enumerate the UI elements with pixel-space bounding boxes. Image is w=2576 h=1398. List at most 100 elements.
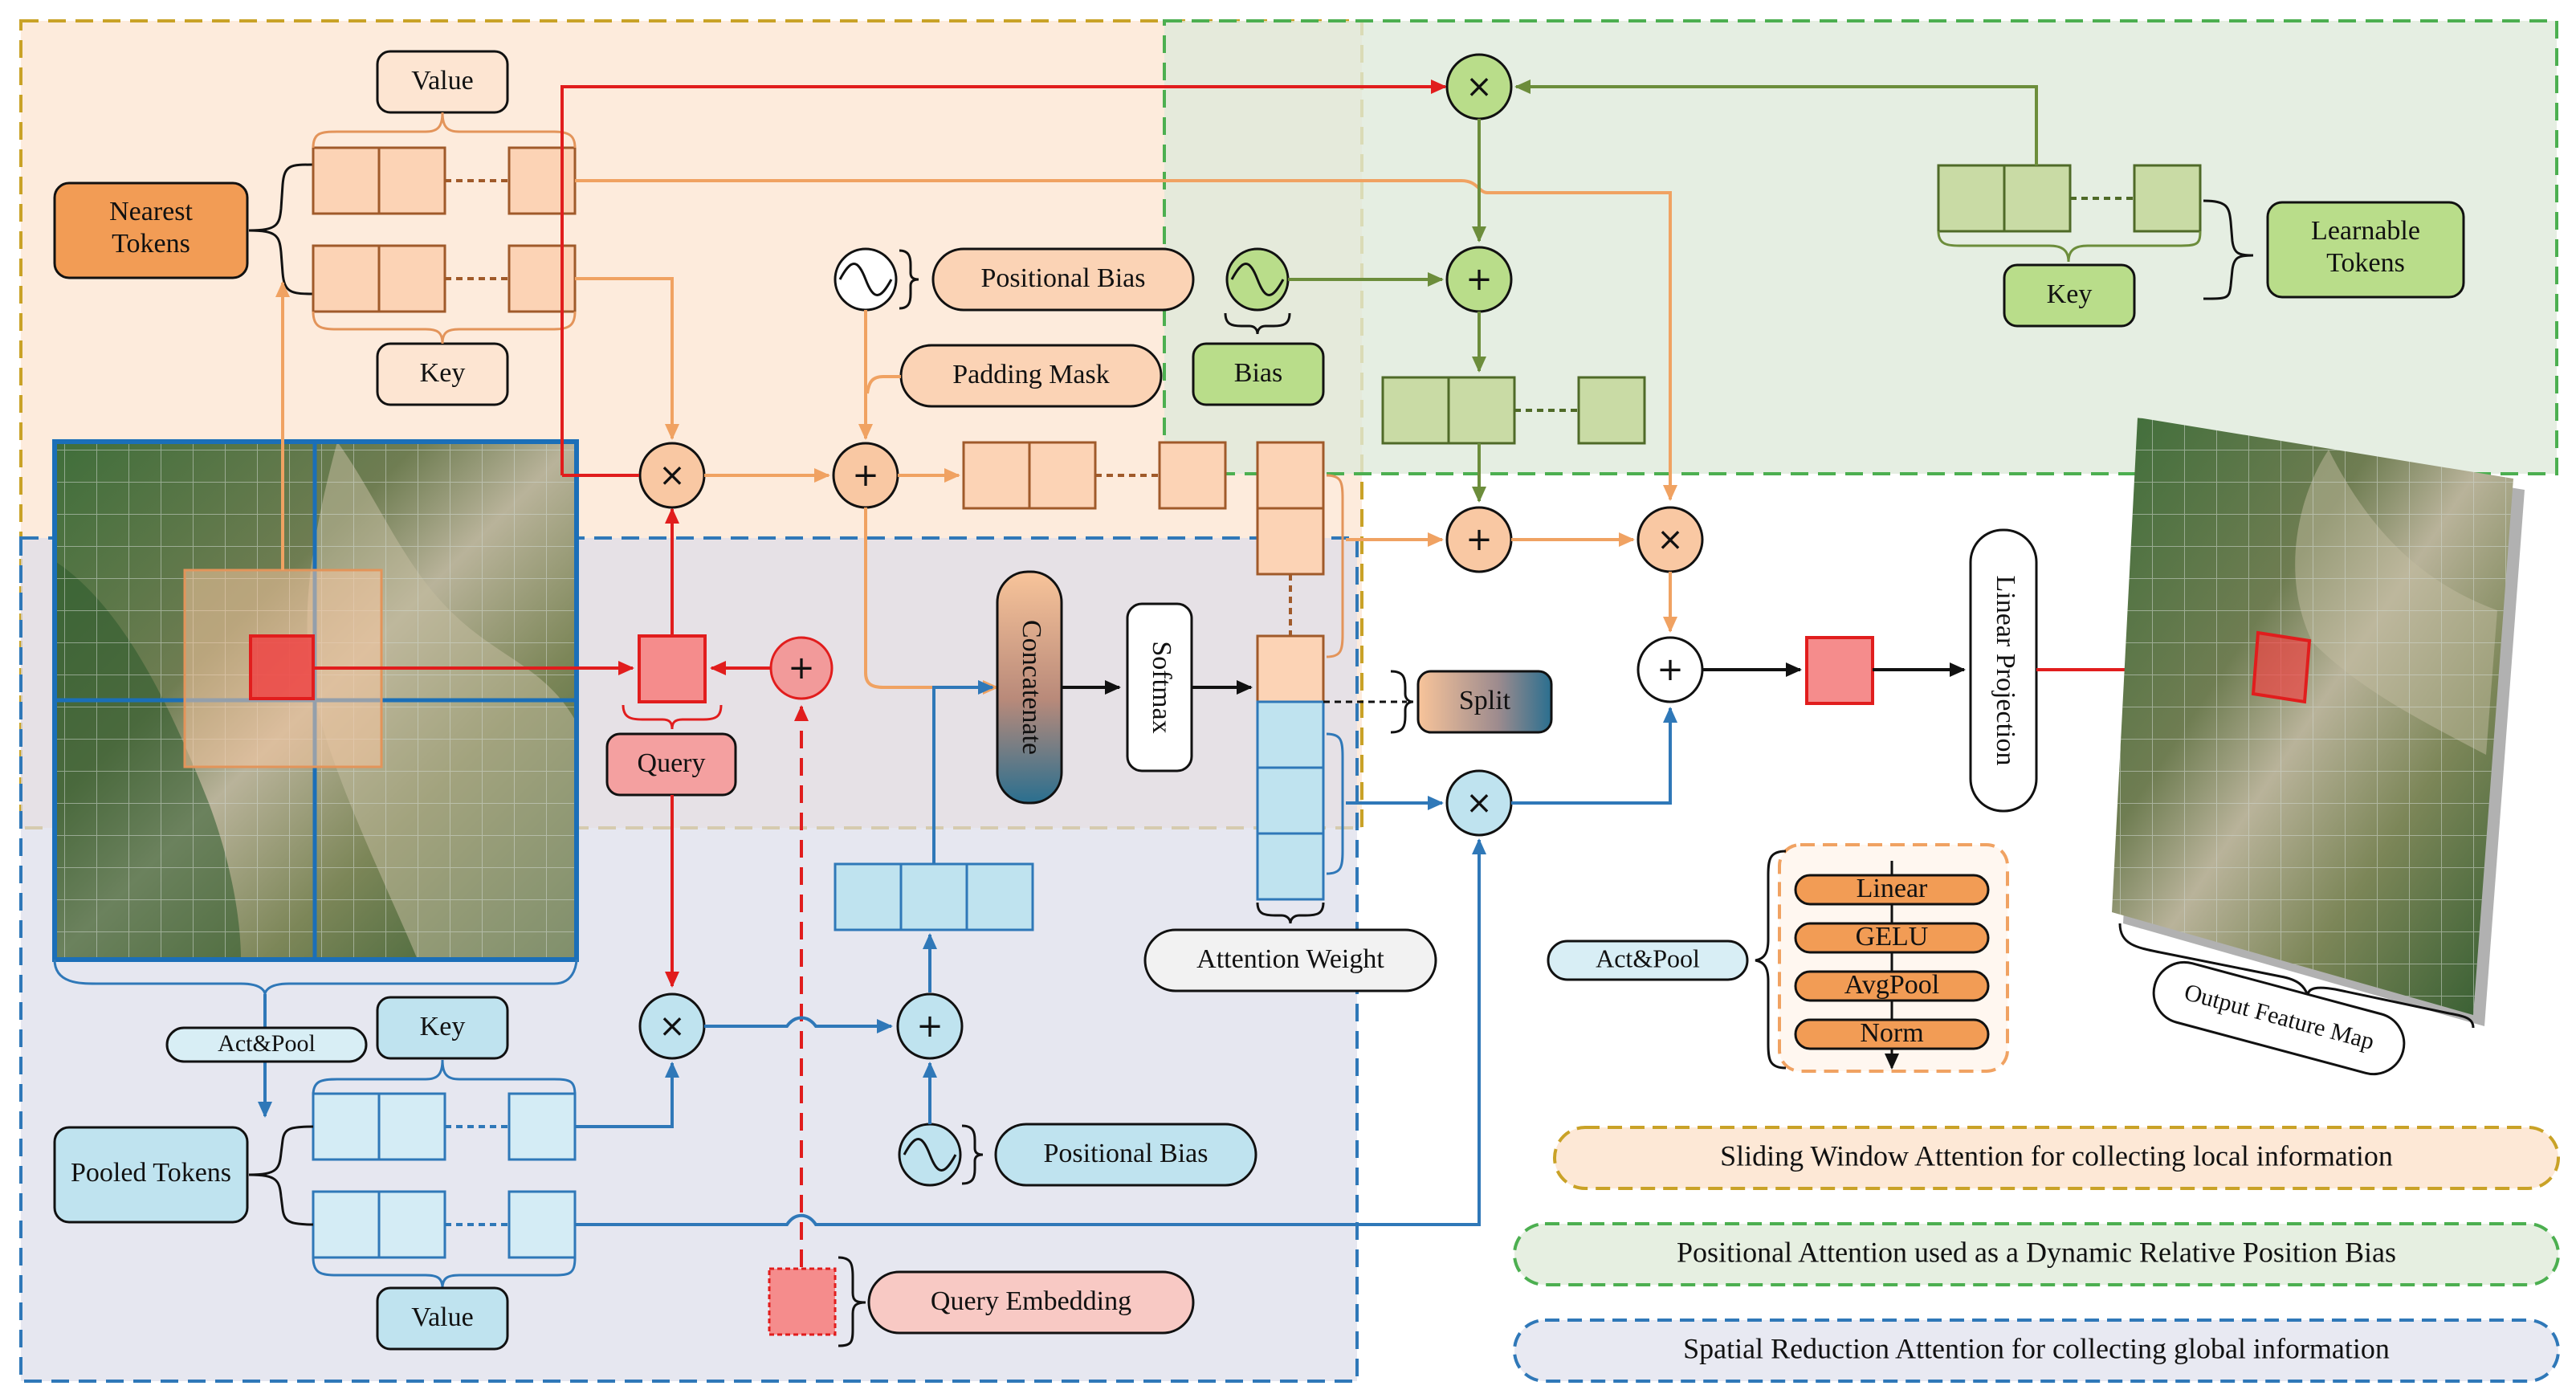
svg-text:Norm: Norm bbox=[1860, 1018, 1923, 1048]
split-brace bbox=[1390, 670, 1414, 734]
bias-label: Bias bbox=[1192, 342, 1325, 406]
split-block[interactable]: Split bbox=[1416, 670, 1553, 734]
learnable-tokens-label: Learnable Tokens bbox=[2266, 201, 2465, 299]
svg-text:Value: Value bbox=[411, 66, 473, 96]
arrow-global-to-sum bbox=[1511, 707, 1677, 805]
global-score-row bbox=[834, 862, 1034, 931]
attention-weight-column bbox=[1256, 441, 1325, 901]
positional-bias-label-top: Positional Bias bbox=[931, 247, 1195, 312]
positional-bias-icon-bottom bbox=[898, 1123, 962, 1187]
svg-text:Act&Pool: Act&Pool bbox=[1596, 944, 1700, 972]
multiply-op-global-value: × bbox=[1445, 769, 1513, 837]
legend-sliding-window: Sliding Window Attention for collecting … bbox=[1553, 1126, 2560, 1190]
positional-bias-brace-bottom bbox=[961, 1124, 984, 1185]
query-token bbox=[638, 634, 707, 703]
query-brace bbox=[622, 704, 723, 730]
attention-weight-label: Attention Weight bbox=[1143, 928, 1437, 992]
arrow-add-to-concat bbox=[864, 507, 999, 695]
key-label-top: Key bbox=[376, 342, 509, 406]
stack-item-gelu: GELU bbox=[1794, 922, 1990, 954]
value-brace-top bbox=[312, 112, 577, 149]
arrow-global-row-to-concat bbox=[932, 680, 994, 864]
pooled-tokens-label: Pooled Tokens bbox=[53, 1126, 249, 1224]
svg-text:AvgPool: AvgPool bbox=[1844, 970, 1939, 1000]
act-pool-label-left: Act&Pool bbox=[165, 1026, 368, 1063]
arrow-key-to-multiply bbox=[575, 277, 679, 440]
svg-text:GELU: GELU bbox=[1856, 922, 1929, 952]
svg-text:Spatial Reduction Attention fo: Spatial Reduction Attention for collecti… bbox=[1683, 1332, 2390, 1364]
stack-item-avgpool: AvgPool bbox=[1794, 970, 1990, 1002]
input-feature-map bbox=[52, 439, 579, 962]
key-brace-bottom bbox=[312, 1059, 577, 1096]
svg-text:×: × bbox=[658, 457, 686, 494]
svg-text:Softmax: Softmax bbox=[1147, 641, 1176, 733]
svg-text:+: + bbox=[1465, 261, 1493, 298]
arrow-padding-mask bbox=[866, 375, 901, 394]
positional-bias-label-bottom: Positional Bias bbox=[994, 1123, 1257, 1187]
output-token bbox=[1805, 636, 1874, 705]
query-embedding-brace bbox=[838, 1256, 866, 1347]
key-label-green: Key bbox=[2003, 263, 2136, 328]
arrow-learnable-to-mult bbox=[1514, 79, 2038, 165]
svg-text:Padding Mask: Padding Mask bbox=[952, 360, 1110, 389]
svg-text:Key: Key bbox=[420, 358, 466, 388]
svg-text:×: × bbox=[1657, 521, 1684, 558]
value-token-row-bottom bbox=[312, 1190, 577, 1259]
concatenate-block[interactable]: Concatenate bbox=[996, 570, 1063, 805]
value-label-top: Value bbox=[376, 50, 509, 114]
svg-text:+: + bbox=[788, 650, 815, 687]
svg-text:Attention Weight: Attention Weight bbox=[1196, 944, 1384, 974]
svg-text:+: + bbox=[1657, 651, 1684, 688]
svg-text:Positional Bias: Positional Bias bbox=[1044, 1139, 1209, 1168]
query-embedding-token bbox=[768, 1267, 837, 1336]
legend-spatial-reduction: Spatial Reduction Attention for collecti… bbox=[1513, 1319, 2560, 1383]
query-label: Query bbox=[605, 732, 737, 797]
learnable-brace bbox=[2203, 199, 2254, 300]
svg-text:Linear Projection: Linear Projection bbox=[1991, 576, 2020, 766]
add-op-local-bias: + bbox=[1445, 506, 1513, 573]
svg-text:Linear: Linear bbox=[1857, 874, 1928, 903]
multiply-op-positional: × bbox=[1445, 53, 1513, 120]
query-embedding-label: Query Embedding bbox=[867, 1270, 1195, 1335]
add-op-final: + bbox=[1636, 636, 1704, 703]
svg-text:Tokens: Tokens bbox=[112, 229, 190, 259]
svg-text:+: + bbox=[1465, 521, 1493, 558]
bias-icon bbox=[1225, 247, 1290, 312]
add-op-query: + bbox=[769, 636, 834, 700]
svg-text:Bias: Bias bbox=[1234, 358, 1282, 388]
svg-text:Key: Key bbox=[2047, 279, 2093, 309]
local-weights-brace bbox=[1326, 474, 1344, 658]
act-pool-stack: Linear GELU AvgPool Norm bbox=[1778, 843, 2009, 1073]
svg-text:×: × bbox=[658, 1008, 686, 1045]
add-op-sliding: + bbox=[832, 442, 899, 509]
arrow-global-mult-to-add bbox=[704, 1016, 893, 1033]
svg-text:×: × bbox=[1465, 68, 1493, 105]
arrow-value-to-global-mult bbox=[575, 838, 1486, 1226]
positional-bias-brace-top bbox=[899, 249, 919, 310]
act-pool-label-right: Act&Pool bbox=[1547, 939, 1749, 981]
svg-text:Tokens: Tokens bbox=[2326, 248, 2405, 278]
value-token-row-top bbox=[312, 146, 577, 215]
add-op-global: + bbox=[896, 992, 964, 1060]
multiply-op-global: × bbox=[638, 992, 706, 1060]
softmax-block[interactable]: Softmax bbox=[1126, 602, 1193, 772]
svg-text:+: + bbox=[916, 1008, 944, 1045]
multiply-op-local-value: × bbox=[1636, 506, 1704, 573]
value-label-bottom: Value bbox=[376, 1286, 509, 1351]
linear-projection-block[interactable]: Linear Projection bbox=[1969, 528, 2038, 813]
nearest-tokens-brace bbox=[248, 163, 314, 295]
output-feature-map bbox=[2112, 418, 2525, 1026]
learnable-token-row bbox=[1937, 164, 2202, 233]
nearest-tokens-label: Nearest Tokens bbox=[53, 181, 249, 279]
multiply-op-sliding: × bbox=[638, 442, 706, 509]
svg-text:Nearest: Nearest bbox=[109, 197, 193, 226]
svg-text:Positional Bias: Positional Bias bbox=[981, 263, 1146, 293]
add-op-positional: + bbox=[1445, 246, 1513, 313]
key-token-row-bottom bbox=[312, 1092, 577, 1161]
key-token-row-top bbox=[312, 244, 577, 313]
key-label-bottom: Key bbox=[376, 996, 509, 1060]
positional-token-row bbox=[1381, 376, 1646, 445]
attention-weight-brace bbox=[1256, 902, 1325, 924]
stack-item-norm: Norm bbox=[1794, 1018, 1990, 1050]
